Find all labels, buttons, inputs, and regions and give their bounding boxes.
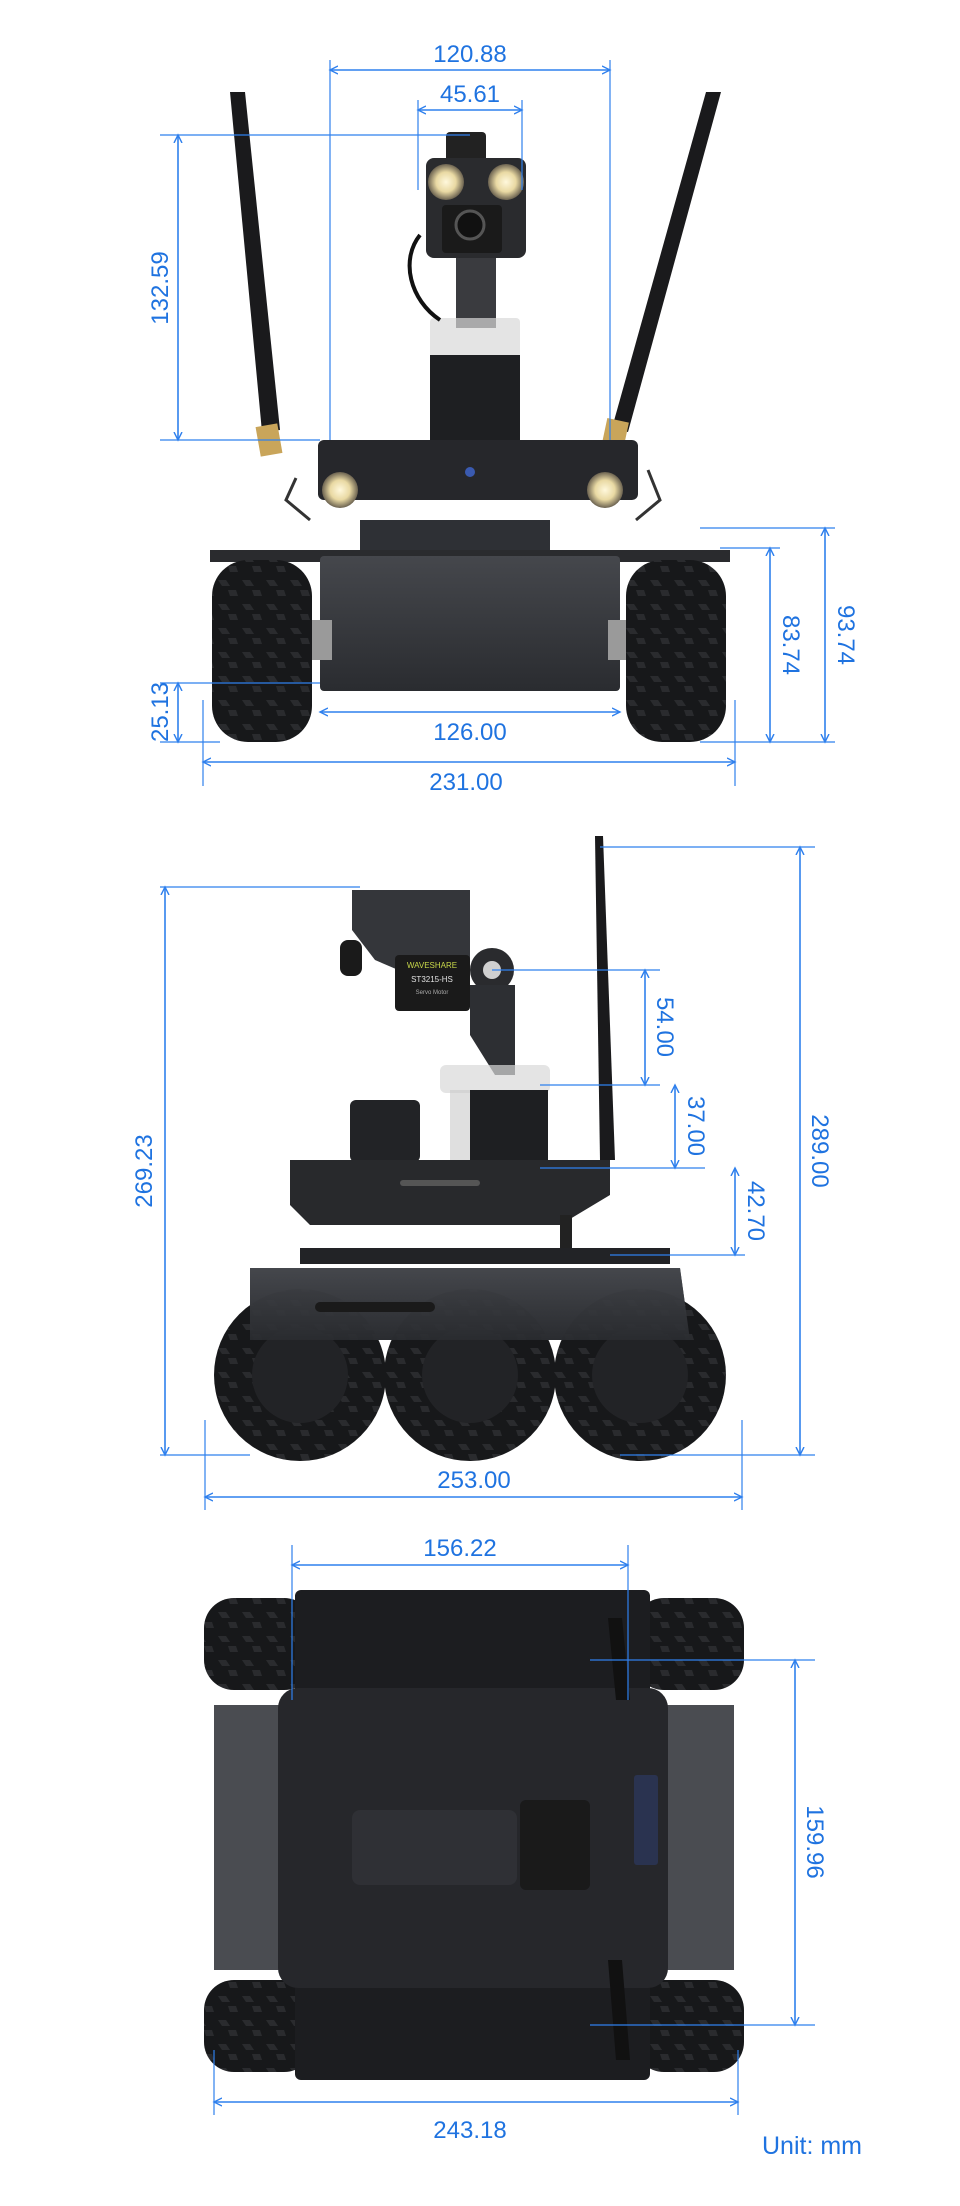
top-wheel-rear-left xyxy=(204,1980,314,2072)
side-antenna xyxy=(595,836,615,1160)
dim-front-width-top: 120.88 xyxy=(433,41,506,68)
side-camera-mount: WAVESHARE ST3215-HS Servo Motor xyxy=(340,890,550,1162)
front-view: 120.88 45.61 132.59 93.74 83.74 25.13 12… xyxy=(147,41,859,796)
front-lamp-left xyxy=(322,472,358,508)
front-wheel-right xyxy=(626,560,726,742)
dim-front-ground-clearance: 25.13 xyxy=(147,682,174,742)
top-lidar xyxy=(352,1810,517,1885)
top-display xyxy=(634,1775,658,1865)
dim-side-lower-height: 42.70 xyxy=(742,1181,769,1241)
unit-label: Unit: mm xyxy=(762,2132,862,2160)
top-wheel-front-right xyxy=(634,1598,744,1690)
servo-model: ST3215-HS xyxy=(411,975,453,984)
side-lidar xyxy=(350,1100,420,1162)
front-wheel-left xyxy=(212,560,312,742)
dim-side-mid-height: 37.00 xyxy=(682,1096,709,1156)
servo-brand: WAVESHARE xyxy=(407,961,457,970)
side-upper-deck xyxy=(290,1160,610,1255)
dim-side-overall-length: 253.00 xyxy=(437,1467,510,1494)
dim-front-inner-width: 126.00 xyxy=(433,719,506,746)
camera-lens xyxy=(454,209,486,241)
top-view: 156.22 159.96 243.18 xyxy=(204,1535,828,2144)
right-antenna xyxy=(601,92,721,452)
side-view: WAVESHARE ST3215-HS Servo Motor xyxy=(131,836,833,1510)
dim-front-right-inner-height: 83.74 xyxy=(777,615,804,675)
dim-front-mast-height: 132.59 xyxy=(147,251,174,324)
camera-lamp-right xyxy=(488,164,524,200)
camera-lamp-left xyxy=(428,164,464,200)
dim-side-total-height: 289.00 xyxy=(806,1114,833,1187)
front-chassis xyxy=(210,550,730,691)
dim-front-right-outer-height: 93.74 xyxy=(832,605,859,665)
dim-side-left-height: 269.23 xyxy=(131,1134,158,1207)
left-antenna xyxy=(230,92,283,457)
servo-type: Servo Motor xyxy=(416,990,449,996)
dim-front-camera-width: 45.61 xyxy=(440,81,500,108)
top-wheel-rear-right xyxy=(634,1980,744,2072)
dim-top-overall-width: 243.18 xyxy=(433,2117,506,2144)
front-light-bar xyxy=(284,440,662,522)
dim-front-overall-width: 231.00 xyxy=(429,769,502,796)
front-lamp-right xyxy=(587,472,623,508)
dim-top-width: 156.22 xyxy=(423,1535,496,1562)
dim-side-servo-height: 54.00 xyxy=(651,997,678,1057)
camera-gimbal xyxy=(407,132,526,440)
servo-motor xyxy=(395,955,470,1011)
top-wheel-front-left xyxy=(204,1598,314,1690)
dim-top-length: 159.96 xyxy=(801,1805,828,1878)
